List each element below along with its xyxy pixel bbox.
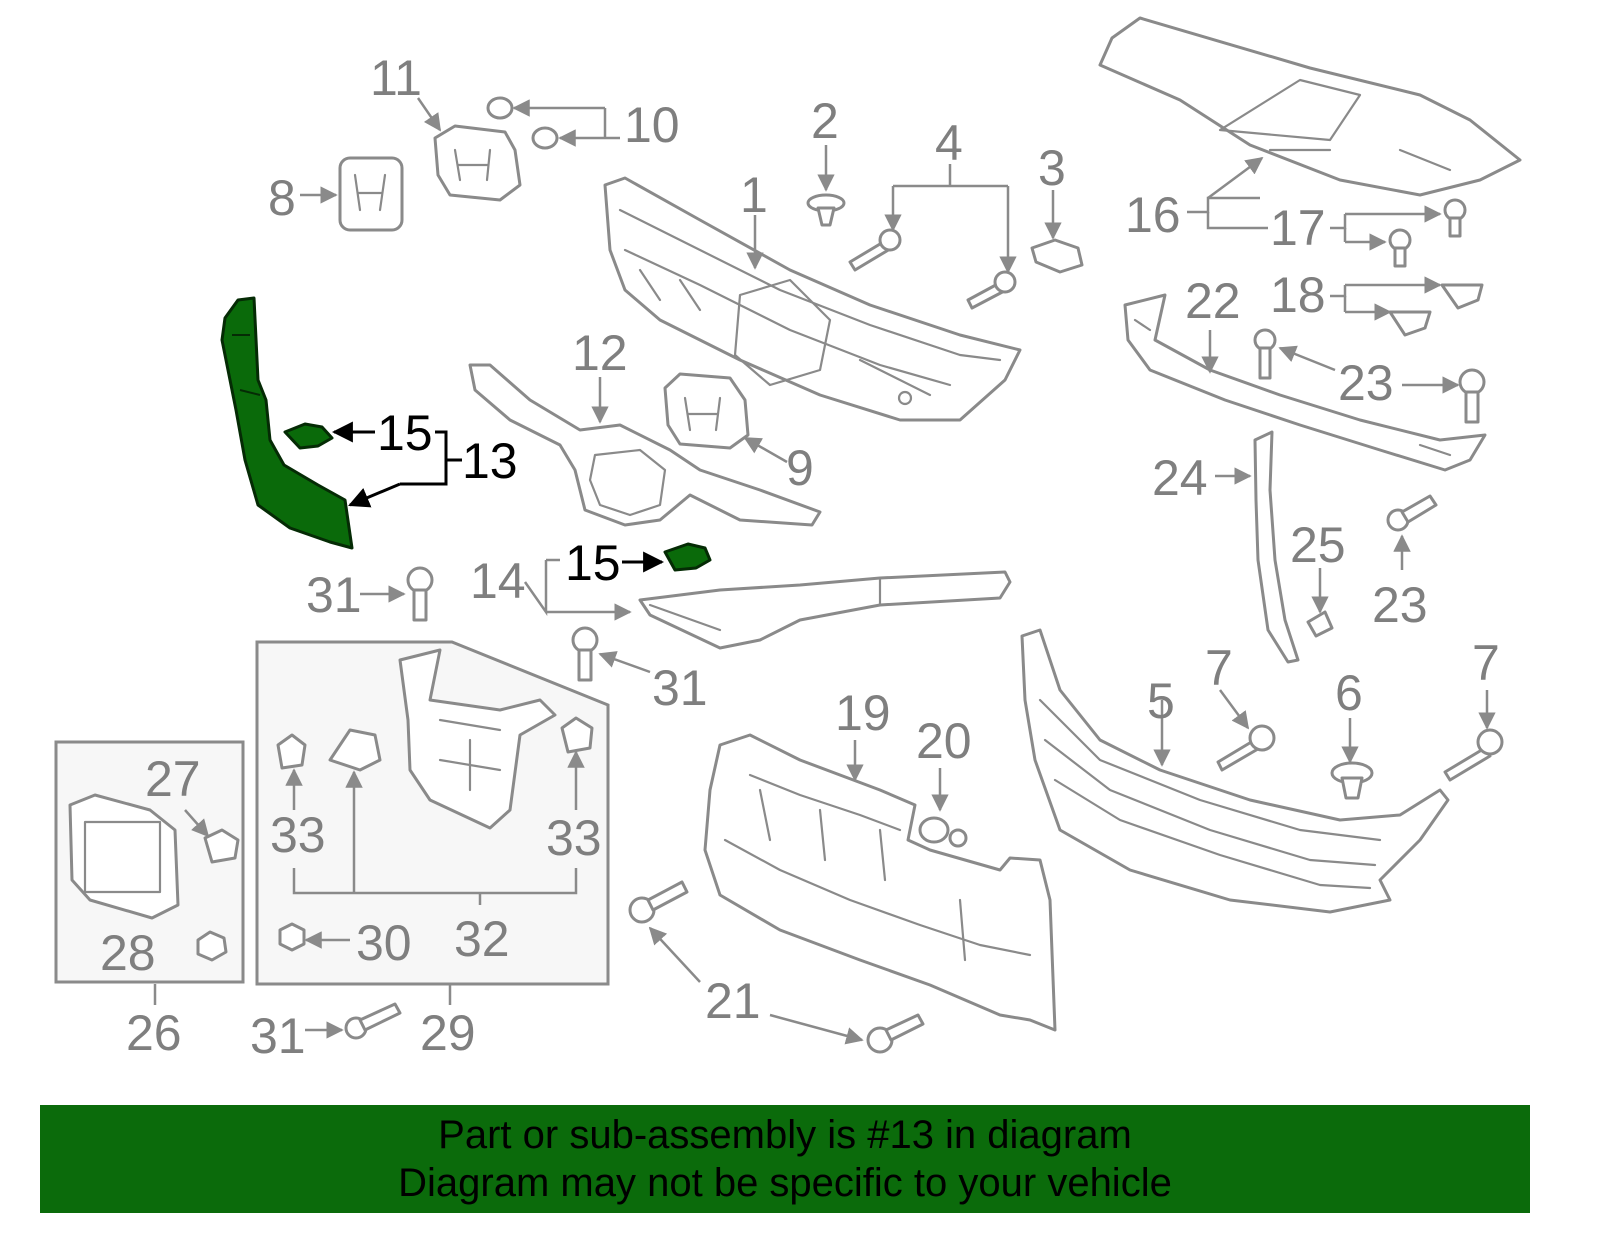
callout-33b: 33 xyxy=(546,810,602,866)
callout-18: 18 xyxy=(1270,267,1326,323)
callout-9: 9 xyxy=(786,440,814,496)
leader-lines-highlighted xyxy=(331,421,665,573)
callout-15a: 15 xyxy=(377,405,433,461)
parts-diagram: 1 2 3 4 5 6 7 7 8 9 10 11 12 13 14 15 15… xyxy=(54,16,1522,1064)
part-15-clip-lower[interactable] xyxy=(663,542,712,572)
callout-2: 2 xyxy=(811,93,839,149)
part-17-clips[interactable] xyxy=(1388,198,1467,268)
part-9-emblem[interactable] xyxy=(663,372,750,450)
callout-23a: 23 xyxy=(1338,355,1394,411)
part-31-bolts[interactable] xyxy=(344,566,599,1040)
part-14-lower-garnish[interactable] xyxy=(638,570,1012,650)
part-6-clip[interactable] xyxy=(1330,761,1374,800)
part-23-bolts[interactable] xyxy=(1253,328,1486,532)
part-15-clip-upper[interactable] xyxy=(283,422,334,450)
part-11-emblem[interactable] xyxy=(433,124,522,202)
callout-10: 10 xyxy=(624,97,680,153)
callout-3: 3 xyxy=(1038,140,1066,196)
part-1-front-grille[interactable] xyxy=(603,176,1022,422)
callout-31b: 31 xyxy=(652,660,708,716)
part-29-bracket-assembly[interactable] xyxy=(255,640,610,986)
callout-17: 17 xyxy=(1270,200,1326,256)
callout-7b: 7 xyxy=(1472,635,1500,691)
callout-30: 30 xyxy=(356,915,412,971)
part-19-absorber[interactable] xyxy=(703,733,1057,1032)
part-20-clip[interactable] xyxy=(918,816,968,848)
part-3-retainer[interactable] xyxy=(1030,238,1084,274)
part-4-screws[interactable] xyxy=(848,228,1017,310)
callout-31c: 31 xyxy=(250,1008,306,1064)
callout-28: 28 xyxy=(100,925,156,981)
info-banner: Part or sub-assembly is #13 in diagram D… xyxy=(40,1105,1530,1213)
callout-25: 25 xyxy=(1290,517,1346,573)
callout-13: 13 xyxy=(462,433,518,489)
callout-26: 26 xyxy=(126,1005,182,1061)
callout-23b: 23 xyxy=(1372,577,1428,633)
callout-6: 6 xyxy=(1335,665,1363,721)
callout-7a: 7 xyxy=(1205,640,1233,696)
part-25-nut[interactable] xyxy=(1306,610,1334,638)
part-16-radiator-cover[interactable] xyxy=(1098,16,1522,197)
callout-22: 22 xyxy=(1185,273,1241,329)
callout-1: 1 xyxy=(740,167,768,223)
callout-20: 20 xyxy=(916,713,972,769)
part-12-grille-garnish[interactable] xyxy=(468,363,822,527)
callout-4: 4 xyxy=(935,115,963,171)
callout-14: 14 xyxy=(470,553,526,609)
callout-24: 24 xyxy=(1152,450,1208,506)
callout-labels: 1 2 3 4 5 6 7 7 8 9 10 11 12 13 14 15 15… xyxy=(100,50,1500,1064)
callout-8: 8 xyxy=(268,170,296,226)
callout-21: 21 xyxy=(705,973,761,1029)
part-21-bolts[interactable] xyxy=(628,880,925,1054)
part-5-lower-grille[interactable] xyxy=(1020,628,1450,914)
callout-5: 5 xyxy=(1147,673,1175,729)
callout-12: 12 xyxy=(572,325,628,381)
part-24-stay[interactable] xyxy=(1253,430,1300,664)
part-26-sensor-assembly[interactable] xyxy=(54,740,245,984)
callout-15b: 15 xyxy=(565,535,621,591)
callout-11: 11 xyxy=(370,50,422,106)
part-18-nuts[interactable] xyxy=(1388,283,1484,337)
part-2-clip[interactable] xyxy=(806,193,846,227)
part-7-screws[interactable] xyxy=(1216,724,1504,782)
banner-line-2: Diagram may not be specific to your vehi… xyxy=(398,1161,1172,1205)
callout-16: 16 xyxy=(1125,187,1181,243)
part-8-emblem[interactable] xyxy=(338,156,404,232)
leader-lines xyxy=(153,97,1496,1045)
callout-29: 29 xyxy=(420,1005,476,1061)
callout-31a: 31 xyxy=(306,567,362,623)
part-22-bracket[interactable] xyxy=(1123,293,1487,472)
callout-32: 32 xyxy=(454,911,510,967)
banner-line-1: Part or sub-assembly is #13 in diagram xyxy=(438,1113,1132,1157)
part-13-highlighted-molding[interactable] xyxy=(220,296,354,550)
callout-27: 27 xyxy=(145,751,201,807)
part-10-nuts[interactable] xyxy=(486,96,559,150)
callout-33a: 33 xyxy=(270,807,326,863)
callout-19: 19 xyxy=(835,685,891,741)
